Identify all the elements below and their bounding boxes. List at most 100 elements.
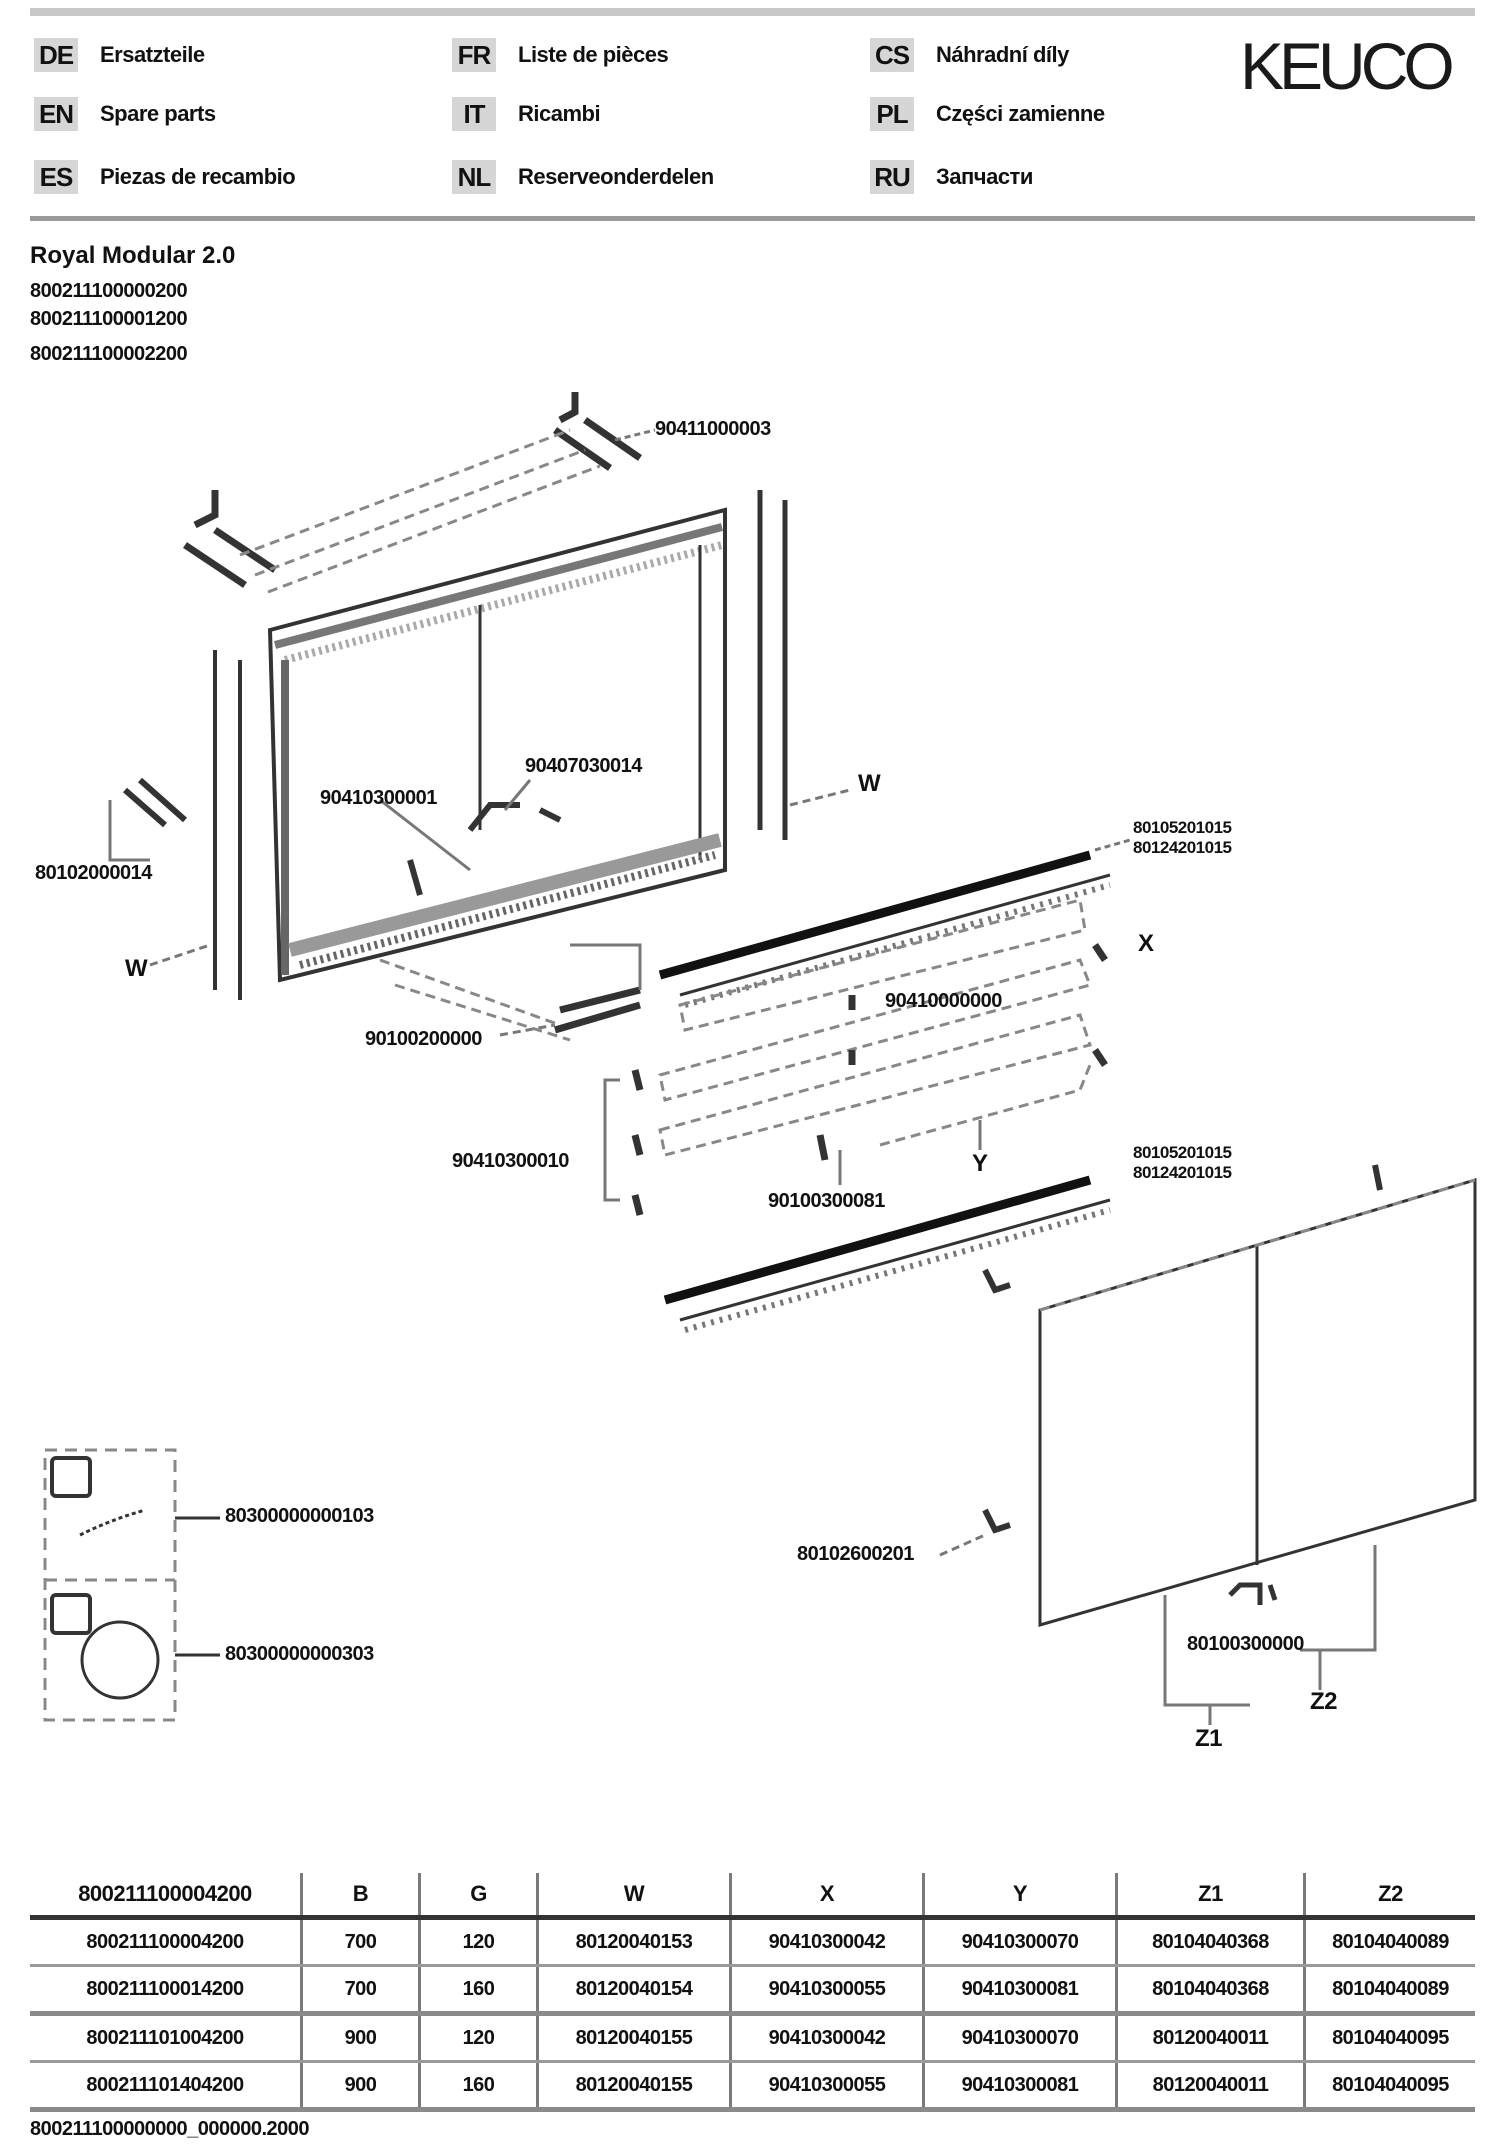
table-cell: 90410300070 <box>922 2013 1117 2063</box>
callout-accessory-1: 80300000000103 <box>225 1505 374 1527</box>
table-row: 800211100004200 700 120 80120040153 9041… <box>30 1917 1475 1967</box>
callout-hinge-screw: 90407030014 <box>525 755 642 777</box>
mirror-door-icon <box>1038 1177 1477 1627</box>
callout-hinge: 90410300001 <box>320 787 437 809</box>
column-header: B <box>300 1873 420 1920</box>
language-label: Ersatzteile <box>100 42 205 67</box>
table-cell: 900 <box>300 2013 420 2063</box>
language-label: Ricambi <box>518 101 601 126</box>
table-cell: 80104040368 <box>1115 1965 1305 2016</box>
callout-door-handle: 80100300000 <box>1187 1633 1304 1655</box>
language-code: EN <box>34 97 78 131</box>
table-cell: 90410300055 <box>729 2061 924 2112</box>
callout-frame-w-right: W <box>858 770 881 797</box>
exploded-view-drawing <box>43 392 1477 1725</box>
table-row: 800211101404200 900 160 80120040155 9041… <box>30 2061 1475 2112</box>
column-header: Z2 <box>1303 1873 1475 1920</box>
top-bracket-icon <box>183 392 642 594</box>
column-header: 800211100004200 <box>30 1873 302 1920</box>
table-cell: 90410300042 <box>729 1917 924 1967</box>
shelf-clip-icon <box>631 943 1108 1216</box>
language-label: Piezas de recambio <box>100 164 296 189</box>
language-pl: PL Części zamienne <box>870 97 1105 131</box>
article-number: 800211100001200 <box>30 308 188 330</box>
callout-door-hinge: 80102600201 <box>797 1543 914 1565</box>
callout-shelf-holder: 90410300010 <box>452 1150 569 1172</box>
language-label: Reserveonderdelen <box>518 164 714 189</box>
left-clip-icon <box>123 777 187 828</box>
article-number: 800211100002200 <box>30 343 188 365</box>
language-code: CS <box>870 38 914 72</box>
table-cell: 80104040368 <box>1115 1917 1305 1967</box>
language-nl: NL Reserveonderdelen <box>452 160 714 194</box>
language-cs: CS Náhradní díly <box>870 38 1069 72</box>
table-cell: 90410300055 <box>729 1965 924 2016</box>
table-cell: 80104040089 <box>1303 1965 1475 2016</box>
side-panel-icon <box>213 490 788 1000</box>
glass-shelf-icon <box>658 898 1093 1157</box>
table-cell: 160 <box>418 2061 538 2112</box>
table-row: 800211100014200 700 160 80120040154 9041… <box>30 1965 1475 2016</box>
table-cell: 90410300070 <box>922 1917 1117 1967</box>
callout-socket: 90100200000 <box>365 1028 482 1050</box>
language-code: IT <box>452 97 496 131</box>
table-cell: 80104040095 <box>1303 2013 1475 2063</box>
product-title: Royal Modular 2.0 <box>30 242 236 269</box>
cabinet-body-icon <box>267 507 727 983</box>
socket-icon <box>554 986 641 1034</box>
callout-shelf-clip-2: 90100300081 <box>768 1190 885 1212</box>
language-code: ES <box>34 160 78 194</box>
language-code: DE <box>34 38 78 72</box>
callout-frame-w-left: W <box>125 955 148 982</box>
table-row: 800211101004200 900 120 80120040155 9041… <box>30 2013 1475 2063</box>
table-cell: 80120040153 <box>536 1917 731 1967</box>
callout-accessory-2: 80300000000303 <box>225 1643 374 1665</box>
table-cell: 80120040154 <box>536 1965 731 2016</box>
table-cell: 800211101004200 <box>30 2013 302 2063</box>
language-fr: FR Liste de pièces <box>452 38 669 72</box>
table-cell: 900 <box>300 2061 420 2112</box>
language-label: Náhradní díly <box>936 42 1069 67</box>
table-cell: 160 <box>418 1965 538 2016</box>
callout-x-label: X <box>1138 930 1154 957</box>
light-bar-icon <box>663 1175 1111 1333</box>
language-label: Części zamienne <box>936 101 1105 126</box>
language-label: Запчасти <box>936 164 1033 189</box>
table-cell: 120 <box>418 2013 538 2063</box>
table-cell: 700 <box>300 1965 420 2016</box>
table-cell: 80120040011 <box>1115 2013 1305 2063</box>
table-cell: 80104040095 <box>1303 2061 1475 2112</box>
table-cell: 90410300042 <box>729 2013 924 2063</box>
callout-light-bar-bottom-1: 80105201015 <box>1133 1143 1232 1162</box>
table-cell: 800211100004200 <box>30 1917 302 1967</box>
callout-top-bracket: 90411000003 <box>655 418 771 440</box>
table-cell: 700 <box>300 1917 420 1967</box>
table-header-row: 800211100004200 B G W X Y Z1 Z2 <box>30 1873 1475 1920</box>
language-ru: RU Запчасти <box>870 160 1033 194</box>
accessory-box-icon <box>43 1448 220 1722</box>
top-rule <box>30 8 1475 16</box>
callout-y-label: Y <box>972 1150 988 1177</box>
callout-light-bar-top-2: 80124201015 <box>1133 838 1232 857</box>
keuco-logo: KEUCO <box>1240 29 1455 103</box>
language-label: Spare parts <box>100 101 216 126</box>
callout-left-clip: 80102000014 <box>35 862 152 884</box>
table-cell: 120 <box>418 1917 538 1967</box>
callout-light-bar-top-1: 80105201015 <box>1133 818 1232 837</box>
language-it: IT Ricambi <box>452 97 601 131</box>
door-handle-icon <box>1228 1582 1278 1605</box>
table-cell: 80120040155 <box>536 2061 731 2112</box>
table-cell: 90410300081 <box>922 2061 1117 2112</box>
variant-parts-table: 800211100004200 B G W X Y Z1 Z2 80021110… <box>30 1873 1475 2112</box>
language-code: NL <box>452 160 496 194</box>
table-cell: 80120040155 <box>536 2013 731 2063</box>
column-header: Z1 <box>1115 1873 1305 1920</box>
language-label: Liste de pièces <box>518 42 669 67</box>
table-cell: 90410300081 <box>922 1965 1117 2016</box>
door-hinge-icon <box>982 1164 1383 1534</box>
column-header: G <box>418 1873 538 1920</box>
callout-shelf-clip: 90410000000 <box>885 990 1002 1012</box>
column-header: W <box>536 1873 731 1920</box>
callout-light-bar-bottom-2: 80124201015 <box>1133 1163 1232 1182</box>
table-cell: 80104040089 <box>1303 1917 1475 1967</box>
